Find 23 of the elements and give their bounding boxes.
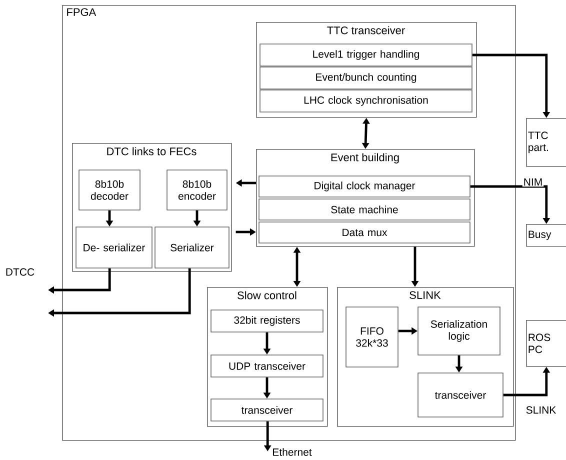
function-box: 32bit registers bbox=[210, 310, 324, 332]
function-box: UDP transceiver bbox=[210, 354, 324, 378]
function-box: 8b10b decoder bbox=[78, 170, 140, 210]
edge-label: Ethernet bbox=[271, 447, 313, 457]
function-box: Digital clock manager bbox=[258, 176, 470, 198]
function-box: State machine bbox=[258, 198, 470, 220]
external-box: ROS PC bbox=[526, 320, 566, 367]
edge-label: NIM bbox=[522, 177, 544, 187]
edge-label: SLINK bbox=[524, 405, 558, 415]
external-box: Busy bbox=[526, 224, 566, 247]
external-box: TTC part. bbox=[526, 118, 566, 167]
function-box: De- serializer bbox=[76, 226, 152, 268]
function-box: Serializer bbox=[154, 226, 230, 268]
function-box: FIFO 32k*33 bbox=[346, 306, 398, 368]
function-box: transceiver bbox=[210, 398, 324, 422]
function-box: Level1 trigger handling bbox=[260, 44, 472, 66]
function-box: LHC clock synchronisation bbox=[260, 90, 472, 112]
function-box: 8b10b encoder bbox=[166, 170, 228, 210]
edge-label: DTCC bbox=[4, 267, 36, 277]
function-box: Event/bunch counting bbox=[260, 66, 472, 90]
function-box: transceiver bbox=[418, 372, 504, 418]
function-box: Data mux bbox=[258, 222, 470, 244]
function-box: Serialization logic bbox=[418, 306, 500, 356]
